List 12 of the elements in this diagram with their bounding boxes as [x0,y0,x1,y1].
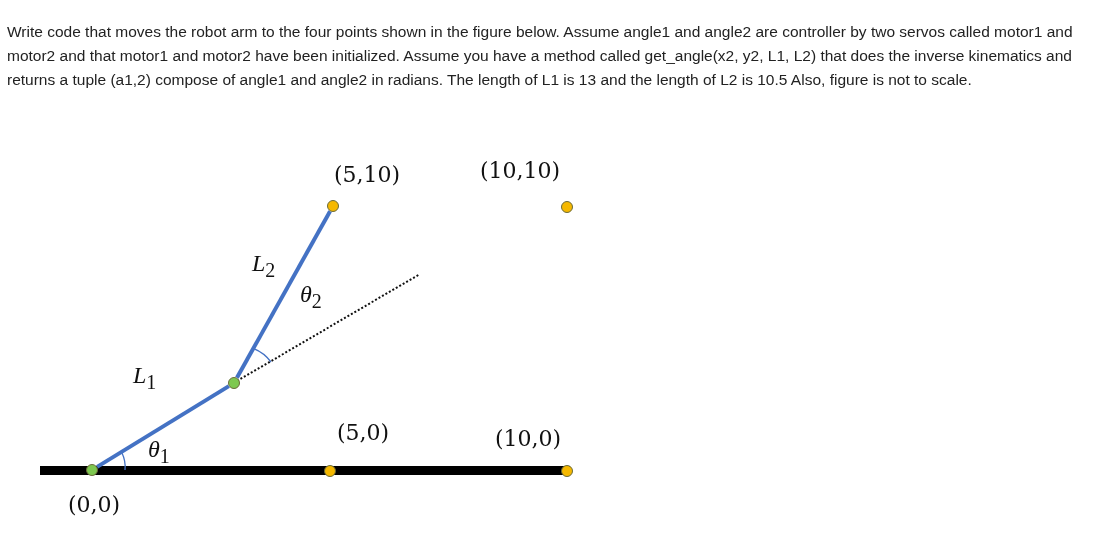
angle-label: θ$_{2}$ [300,281,322,313]
arm-link [96,384,230,469]
coordinate-label: (0,0) [68,492,121,517]
edge-label: L$_{2}$ [252,250,276,282]
question-text: Write code that moves the robot arm to the four points shown in the figure below. Assume angle1 and angle2 are controller by two servos called motor1 and motor2 and that motor1 and motor2 have been initialized. Assume you have a method called get_angle(x2, y2, L1, L2) that does the inverse kinematics and returns a tuple (a1,2) compose of angle1 and angle2 in radians. The length of L1 is 13 and the length of L2 is 10.5 Also, figure is not to scale. [7,22,1074,90]
edge-label: L$_{1}$ [133,362,157,394]
arm-link [235,210,332,379]
coordinate-label: (5,0) [337,420,390,445]
coordinate-label: (10,10) [480,158,561,183]
angle-label: θ$_{1}$ [148,436,170,468]
coordinate-label: (10,0) [495,426,562,451]
coordinate-label: (5,10) [334,162,401,187]
